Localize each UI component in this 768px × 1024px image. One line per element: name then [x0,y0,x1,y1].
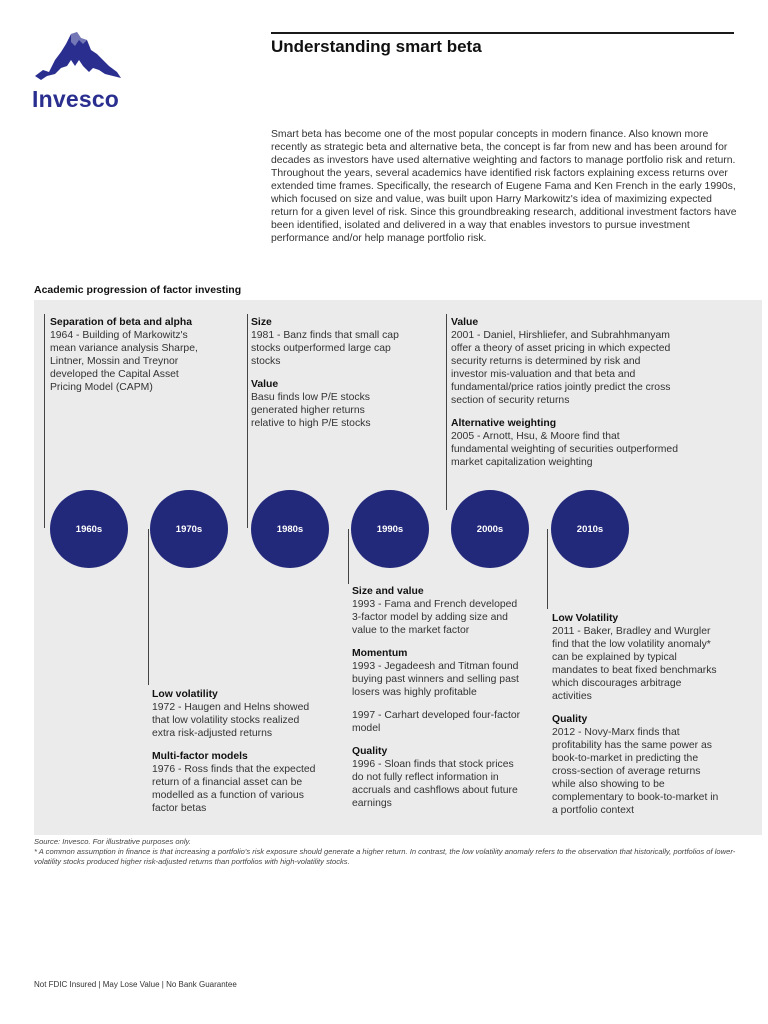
entry-text: 1996 - Sloan finds that stock prices do … [352,759,518,809]
entry-text: 2001 - Daniel, Hirshliefer, and Subrahhm… [451,330,671,406]
entry-heading: Size [251,317,272,328]
mountain-logo-icon [35,32,121,80]
timeline-block-1970s: Low volatility 1972 - Haugen and Helns s… [152,688,324,815]
entry-heading: Alternative weighting [451,418,557,429]
decade-circle-2010s: 2010s [551,490,629,568]
entry-heading: Size and value [352,586,424,597]
connector-2000s [446,314,447,510]
timeline-block-1980s: Size 1981 - Banz finds that small cap st… [251,316,401,430]
entry-heading: Value [251,379,279,390]
entry-heading: Separation of beta and alpha [50,317,193,328]
section-label: Academic progression of factor investing [34,284,242,296]
page-title: Understanding smart beta [271,37,482,56]
decade-circle-1980s: 1980s [251,490,329,568]
entry-heading: Multi-factor models [152,751,248,762]
connector-1970s [148,529,149,685]
timeline-block-2000s: Value 2001 - Daniel, Hirshliefer, and Su… [451,316,679,469]
timeline-panel [34,300,762,835]
title-rule [271,32,734,34]
timeline-block-2010s: Low Volatility 2011 - Baker, Bradley and… [552,612,720,817]
entry-text: 1976 - Ross finds that the expected retu… [152,764,316,814]
decade-circle-1990s: 1990s [351,490,429,568]
intro-paragraph: Smart beta has become one of the most po… [271,129,737,244]
source-note: Source: Invesco. For illustrative purpos… [34,837,191,846]
entry-heading: Low Volatility [552,613,619,624]
entry-text: 1972 - Haugen and Helns showed that low … [152,702,310,739]
timeline-block-1960s: Separation of beta and alpha 1964 - Buil… [50,316,208,394]
entry-text: 2012 - Novy-Marx finds that profitabilit… [552,727,719,816]
entry-text: 2005 - Arnott, Hsu, & Moore find that fu… [451,431,678,468]
legal-disclaimer: Not FDIC Insured | May Lose Value | No B… [34,980,237,989]
entry-text: 1997 - Carhart developed four-factor mod… [352,710,521,734]
decade-circle-1970s: 1970s [150,490,228,568]
entry-heading: Quality [352,746,388,757]
entry-heading: Momentum [352,648,408,659]
entry-heading: Low volatility [152,689,218,700]
entry-text: 1993 - Fama and French developed 3-facto… [352,599,518,636]
asterisk-note: * A common assumption in finance is that… [34,847,736,866]
entry-text: 1964 - Building of Markowitz's mean vari… [50,330,198,393]
entry-text: 1981 - Banz finds that small cap stocks … [251,330,399,367]
connector-1960s [44,314,45,528]
entry-heading: Value [451,317,479,328]
entry-text: 2011 - Baker, Bradley and Wurgler find t… [552,626,717,702]
brand-name: Invesco [32,86,120,112]
connector-1980s [247,314,248,528]
entry-heading: Quality [552,714,588,725]
decade-circle-1960s: 1960s [50,490,128,568]
timeline-block-1990s: Size and value 1993 - Fama and French de… [352,585,524,810]
decade-circle-2000s: 2000s [451,490,529,568]
connector-2010s [547,529,548,609]
invesco-logo: Invesco [30,30,126,112]
connector-1990s [348,529,349,584]
entry-text: 1993 - Jegadeesh and Titman found buying… [352,661,519,698]
footnote: Source: Invesco. For illustrative purpos… [34,837,754,867]
entry-text: Basu finds low P/E stocks generated high… [251,392,371,429]
